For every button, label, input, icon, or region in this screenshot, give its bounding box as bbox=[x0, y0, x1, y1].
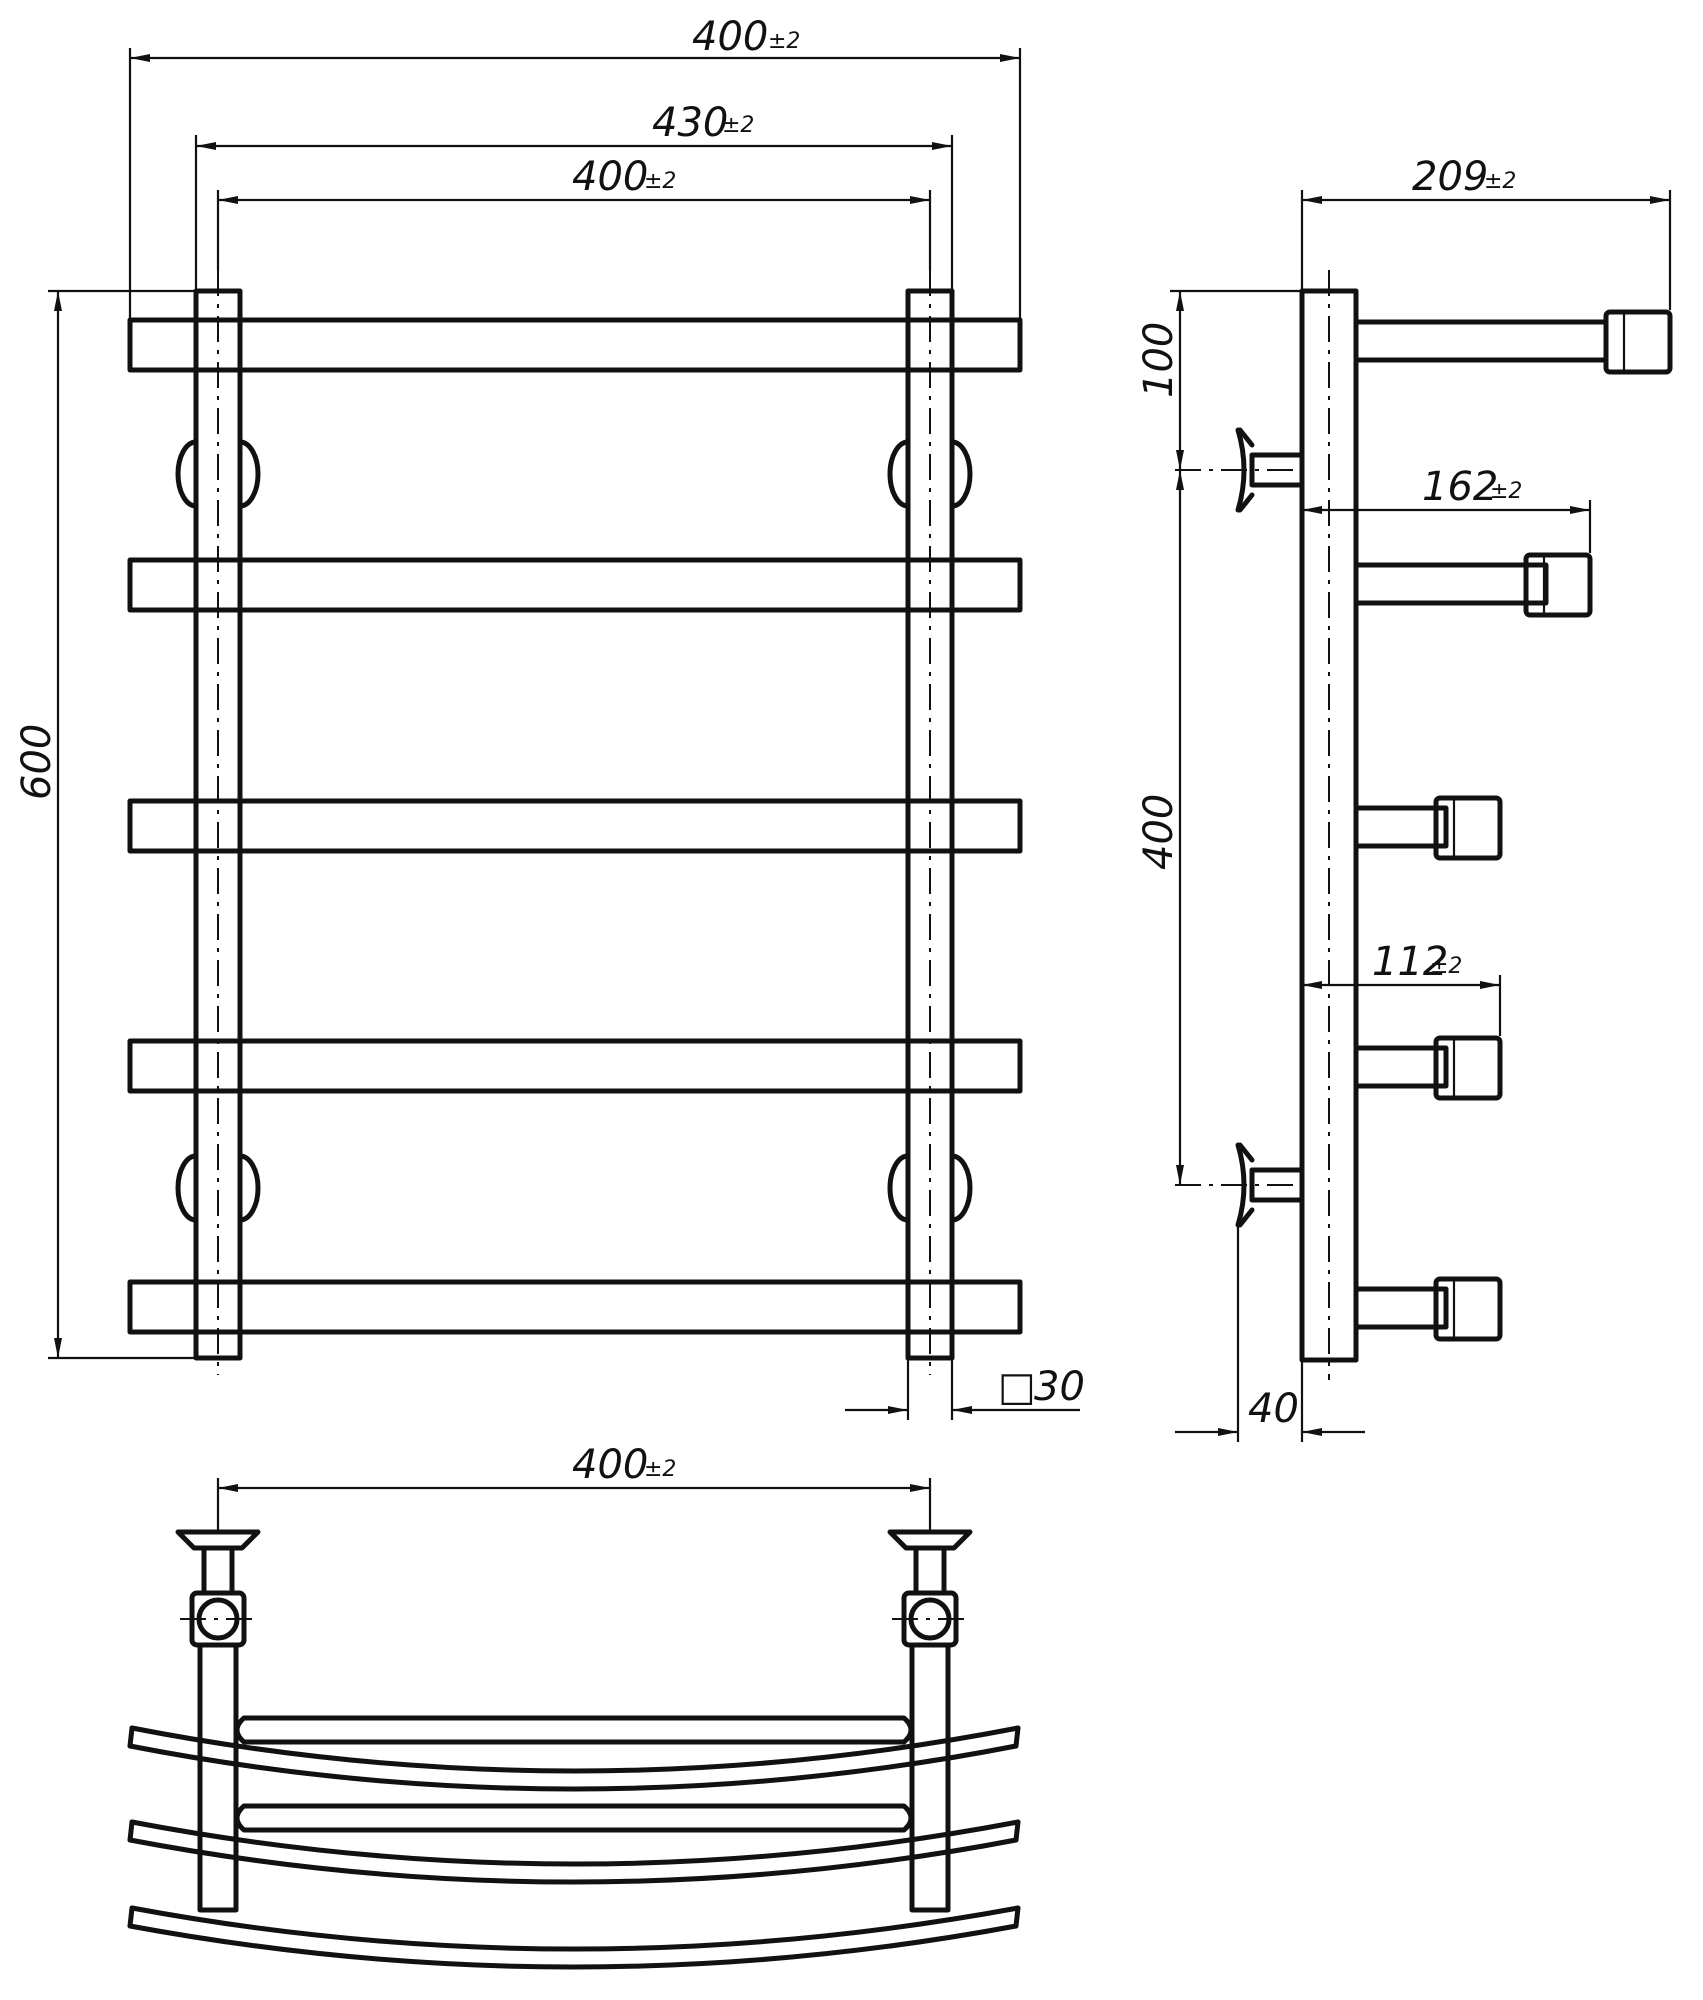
dim-depth-top-value: 209 bbox=[1412, 154, 1488, 200]
dim-top-center-distance-tol: ±2 bbox=[644, 1457, 676, 1482]
top-tube-section-right bbox=[892, 1590, 968, 1648]
dim-tube-spacing-value: 430 bbox=[652, 100, 728, 146]
top-tube-right bbox=[909, 1642, 951, 1913]
top-straight-bar-2 bbox=[234, 1803, 914, 1833]
dim-tube-profile-symbol: □ bbox=[998, 1364, 1036, 1410]
front-bars bbox=[127, 317, 1023, 1335]
dim-depth-second: 162 ±2 bbox=[1302, 464, 1592, 553]
front-bar-4 bbox=[127, 1038, 1023, 1094]
dim-center-distance: 400 ±2 bbox=[216, 154, 932, 270]
top-straight-bar-1 bbox=[234, 1715, 914, 1745]
side-wall-mount-bottom bbox=[1175, 1142, 1305, 1228]
side-shelf-1 bbox=[1353, 309, 1673, 375]
dim-depth-lower: 112 ±2 bbox=[1302, 939, 1502, 1036]
front-bar-3 bbox=[127, 798, 1023, 854]
top-tube-section-left bbox=[180, 1590, 256, 1648]
dim-top-center-distance-value: 400 bbox=[572, 1442, 648, 1488]
dim-height: 600 bbox=[14, 289, 196, 1360]
dim-depth-second-tol: ±2 bbox=[1490, 479, 1522, 504]
top-tube-left bbox=[197, 1642, 239, 1913]
top-wall-flange-right bbox=[887, 1529, 973, 1596]
top-curved-bar-2 bbox=[127, 1819, 1021, 1885]
side-shelf-3 bbox=[1353, 795, 1503, 861]
dim-overall-width-tol: ±2 bbox=[768, 29, 800, 54]
dim-wall-gap-value: 40 bbox=[1248, 1386, 1299, 1432]
top-view: 400 ±2 bbox=[127, 1442, 1021, 1970]
dim-overall-width: 400 ±2 bbox=[128, 14, 1022, 318]
front-view: 400 ±2 430 ±2 400 ±2 600 bbox=[14, 14, 1085, 1420]
side-shelf-2 bbox=[1353, 552, 1593, 618]
dim-top-center-distance: 400 ±2 bbox=[216, 1442, 932, 1530]
dim-tube-spacing: 430 ±2 bbox=[194, 100, 954, 290]
dim-mount-distance-value: 400 bbox=[1136, 794, 1182, 870]
dim-depth-top: 209 ±2 bbox=[1300, 154, 1672, 310]
dim-overall-width-value: 400 bbox=[692, 14, 768, 60]
front-bar-2 bbox=[127, 557, 1023, 613]
dim-top-offset: 100 bbox=[1136, 289, 1302, 470]
dim-tube-profile-value: 30 bbox=[1034, 1364, 1085, 1410]
front-bar-5 bbox=[127, 1279, 1023, 1335]
dim-mount-distance: 400 bbox=[1136, 470, 1184, 1185]
dim-depth-top-tol: ±2 bbox=[1484, 169, 1516, 194]
dim-center-distance-value: 400 bbox=[572, 154, 648, 200]
dim-tube-spacing-tol: ±2 bbox=[722, 113, 754, 138]
side-view: 209 ±2 162 ±2 112 ±2 100 400 bbox=[1136, 154, 1673, 1442]
dim-wall-gap: 40 bbox=[1175, 1225, 1365, 1442]
dim-height-value: 600 bbox=[14, 724, 60, 800]
top-curved-bar-1 bbox=[127, 1725, 1021, 1792]
dim-tube-profile: □ 30 bbox=[845, 1358, 1085, 1420]
dim-center-distance-tol: ±2 bbox=[644, 169, 676, 194]
dim-depth-lower-tol: ±2 bbox=[1430, 954, 1462, 979]
top-wall-flange-left bbox=[175, 1529, 261, 1596]
front-right-tube bbox=[905, 270, 955, 1375]
side-shelf-4 bbox=[1353, 1035, 1503, 1101]
side-shelf-5 bbox=[1353, 1276, 1503, 1342]
dim-top-offset-value: 100 bbox=[1136, 322, 1182, 398]
side-wall-mount-top bbox=[1175, 427, 1305, 513]
top-curved-bar-3 bbox=[127, 1905, 1021, 1970]
front-bar-1 bbox=[127, 317, 1023, 373]
front-left-tube bbox=[193, 270, 243, 1375]
dim-depth-second-value: 162 bbox=[1422, 464, 1498, 510]
front-brackets bbox=[175, 439, 973, 1223]
dim-depth-lower-value: 112 bbox=[1372, 939, 1448, 985]
